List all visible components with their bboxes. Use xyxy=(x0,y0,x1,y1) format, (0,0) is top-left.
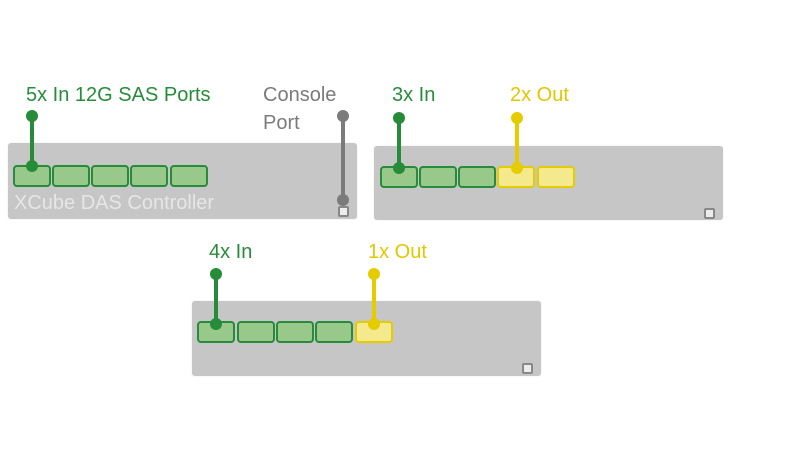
console-port-label-line2: Port xyxy=(263,112,300,134)
expansion-a-out-leader-top-dot xyxy=(511,112,523,124)
console-port-label-line1: Console xyxy=(263,84,337,106)
expansion-b-in-leader-top-dot xyxy=(210,268,222,280)
expansion-b-chassis xyxy=(192,301,541,376)
controller-console-port-icon xyxy=(338,206,349,217)
controller-in-leader-line xyxy=(30,116,34,166)
expansion-b-out-label: 1x Out xyxy=(368,241,427,263)
controller-in-leader-top-dot xyxy=(26,110,38,122)
expansion-a-chassis xyxy=(374,146,723,220)
expansion-b-in-port-4 xyxy=(315,321,353,343)
expansion-a-status-led-icon xyxy=(704,208,715,219)
expansion-b-in-port-3 xyxy=(276,321,314,343)
expansion-a-out-port-2 xyxy=(537,166,575,188)
controller-in-port-3 xyxy=(91,165,129,187)
expansion-a-out-label: 2x Out xyxy=(510,84,569,106)
controller-device-name: XCube DAS Controller xyxy=(14,192,215,214)
controller-in-label: 5x In 12G SAS Ports xyxy=(26,84,211,106)
expansion-a-out-leader-line xyxy=(515,118,519,168)
expansion-b-out-leader-line xyxy=(372,274,376,324)
expansion-b-out-leader-bottom-dot xyxy=(368,318,380,330)
controller-in-port-5 xyxy=(170,165,208,187)
expansion-a-out-leader-bottom-dot xyxy=(511,162,523,174)
expansion-b-in-label: 4x In xyxy=(209,241,253,263)
controller-in-leader-bottom-dot xyxy=(26,160,38,172)
controller-in-port-2 xyxy=(52,165,90,187)
expansion-b-status-led-icon xyxy=(522,363,533,374)
expansion-a-in-port-3 xyxy=(458,166,496,188)
expansion-a-in-leader-bottom-dot xyxy=(393,162,405,174)
console-leader-bottom-dot xyxy=(337,194,349,206)
expansion-a-in-label: 3x In xyxy=(392,84,436,106)
expansion-b-in-port-2 xyxy=(237,321,275,343)
expansion-a-in-leader-top-dot xyxy=(393,112,405,124)
expansion-a-in-leader-line xyxy=(397,118,401,168)
expansion-a-in-port-2 xyxy=(419,166,457,188)
expansion-b-in-leader-bottom-dot xyxy=(210,318,222,330)
controller-chassis: XCube DAS Controller xyxy=(8,143,357,219)
console-leader-line xyxy=(341,116,345,200)
expansion-b-in-leader-line xyxy=(214,274,218,324)
expansion-b-out-leader-top-dot xyxy=(368,268,380,280)
controller-in-port-4 xyxy=(130,165,168,187)
console-leader-top-dot xyxy=(337,110,349,122)
